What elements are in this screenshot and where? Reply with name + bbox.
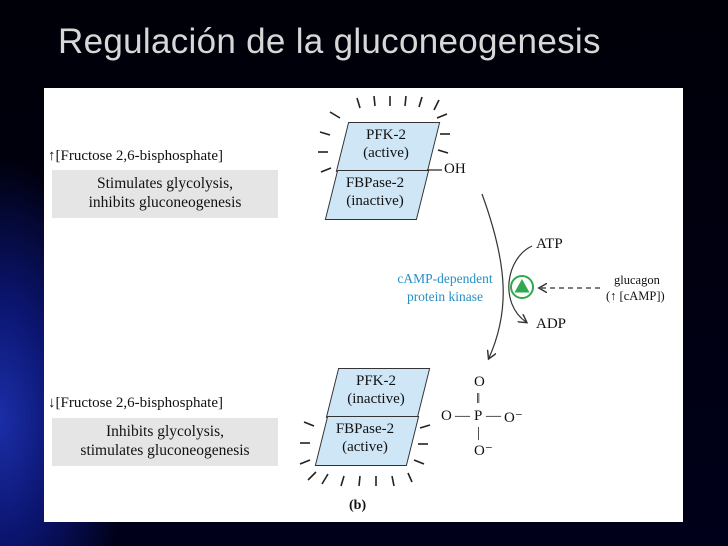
- slide-title: Regulación de la gluconeogenesis: [58, 22, 601, 61]
- adp-label: ADP: [536, 316, 567, 332]
- phosphate-p: P: [474, 408, 483, 424]
- kinase-label: cAMP-dependent protein kinase: [397, 271, 493, 304]
- top-effect-box: Stimulates glycolysis, inhibits gluconeo…: [52, 170, 278, 218]
- top-fbpase2-label: FBPase-2 (inactive): [345, 175, 405, 209]
- up-arrow-icon: ↑: [610, 289, 617, 303]
- phosphate-o-right: O⁻: [504, 410, 523, 426]
- camp-label: (↑ [cAMP]): [606, 289, 665, 303]
- atp-adp-arrow: [508, 245, 533, 322]
- kinase-triangle-icon: [514, 279, 530, 293]
- bottom-pfk2-label: PFK-2 (inactive): [347, 373, 405, 407]
- down-arrow-icon: ↓: [48, 395, 56, 411]
- phosphate-bond-left: —: [455, 408, 470, 424]
- glucagon-label: glucagon: [614, 273, 660, 287]
- phosphate-bond-down: |: [477, 425, 481, 441]
- conversion-arrow: [481, 193, 504, 358]
- figure-label: (b): [349, 498, 367, 513]
- phosphate-o-left: O: [441, 408, 452, 424]
- phosphate-double-bond: ‖: [476, 391, 481, 407]
- diagram-connectors: [299, 95, 600, 487]
- phosphate-o-bottom: O⁻: [474, 443, 493, 459]
- figure-panel: ↑[Fructose 2,6-bisphosphate] Stimulates …: [44, 88, 683, 522]
- bottom-activity-rays: [299, 421, 431, 487]
- up-arrow-icon: ↑: [48, 148, 56, 164]
- bottom-fructose-label: ↓[Fructose 2,6-bisphosphate]: [48, 395, 223, 411]
- phosphate-o-top: O: [474, 374, 485, 390]
- hydroxyl-group: OH: [444, 161, 466, 177]
- top-activity-rays: [318, 95, 450, 173]
- top-fructose-label: ↑[Fructose 2,6-bisphosphate]: [48, 148, 223, 164]
- top-pfk2-label: PFK-2 (active): [363, 127, 409, 161]
- bottom-fbpase2-label: FBPase-2 (active): [335, 421, 395, 455]
- phosphate-bond-right: —: [486, 408, 501, 424]
- bottom-effect-box: Inhibits glycolysis, stimulates gluconeo…: [52, 418, 278, 466]
- atp-label: ATP: [536, 236, 563, 252]
